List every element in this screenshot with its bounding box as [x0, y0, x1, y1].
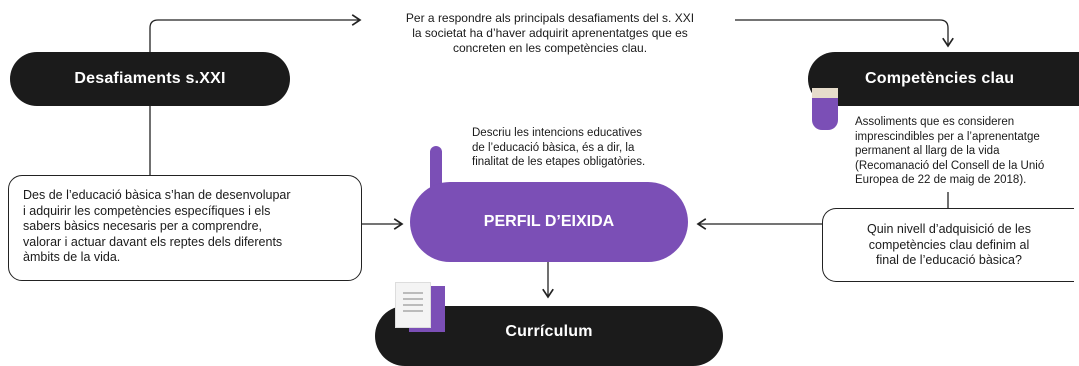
right-box-text: Quin nivell d’adquisició de les competèn… [831, 222, 1067, 269]
right-box-line-3: final de l’educació bàsica? [876, 253, 1022, 267]
perfil-desc-line-3: finalitat de les etapes obligatòries. [472, 156, 646, 168]
bookmark-icon [812, 88, 838, 130]
right-box-line-2: competències clau definim al [868, 237, 1030, 252]
perfil-node: PERFIL D’EIXIDA [410, 182, 688, 262]
left-description-box: Des de l’educació bàsica s’han de desenv… [8, 175, 362, 281]
comp-desc-line-4: (Recomanació del Consell de la Unió [855, 159, 1045, 172]
competencies-label: Competències clau [865, 70, 1015, 87]
desafiaments-label: Desafiaments s.XXI [74, 70, 226, 87]
document-icon [395, 282, 449, 334]
comp-desc-line-5: Europea de 22 de maig de 2018). [855, 174, 1027, 186]
top-description: Per a respondre als principals desafiame… [370, 11, 730, 56]
left-box-line-5: àmbits de la vida. [23, 250, 121, 264]
comp-desc-line-3: permanent al llarg de la vida [855, 145, 1000, 157]
perfil-desc-line-2: de l’educació bàsica, és a dir, la [472, 141, 635, 154]
left-box-text: Des de l’educació bàsica s’han de desenv… [23, 188, 353, 266]
left-box-line-3: sabers bàsics necesaris per a comprendre… [23, 219, 263, 233]
perfil-desc-line-1: Descriu les intencions educatives [472, 127, 643, 139]
competencies-description: Assoliments que es consideren imprescind… [855, 115, 1075, 188]
connector-desafiaments-top [149, 14, 362, 52]
perfil-label: PERFIL D’EIXIDA [483, 213, 615, 230]
comp-desc-line-1: Assoliments que es consideren [855, 116, 1015, 128]
top-line-2: la societat ha d’haver adquirit aprenent… [412, 26, 688, 40]
left-box-line-2: i adquirir les competències específiques… [23, 203, 271, 218]
competencies-node: Competències clau [808, 52, 1079, 106]
left-box-line-1: Des de l’educació bàsica s’han de desenv… [23, 188, 291, 202]
comp-desc-line-2: imprescindibles per a l’aprenentatge [855, 130, 1040, 143]
curriculum-label: Currículum [505, 323, 593, 340]
desafiaments-node: Desafiaments s.XXI [10, 52, 290, 106]
perfil-description: Descriu les intencions educatives de l’e… [472, 126, 692, 170]
top-line-3: concreten en les competències clau. [452, 41, 648, 55]
right-box-line-1: Quin nivell d’adquisició de les [867, 222, 1031, 236]
connector-top-competencies [735, 19, 954, 48]
left-box-line-4: valorar i actuar davant els reptes dels … [23, 234, 283, 249]
right-question-box: Quin nivell d’adquisició de les competèn… [822, 208, 1074, 282]
top-line-1: Per a respondre als principals desafiame… [405, 11, 695, 25]
